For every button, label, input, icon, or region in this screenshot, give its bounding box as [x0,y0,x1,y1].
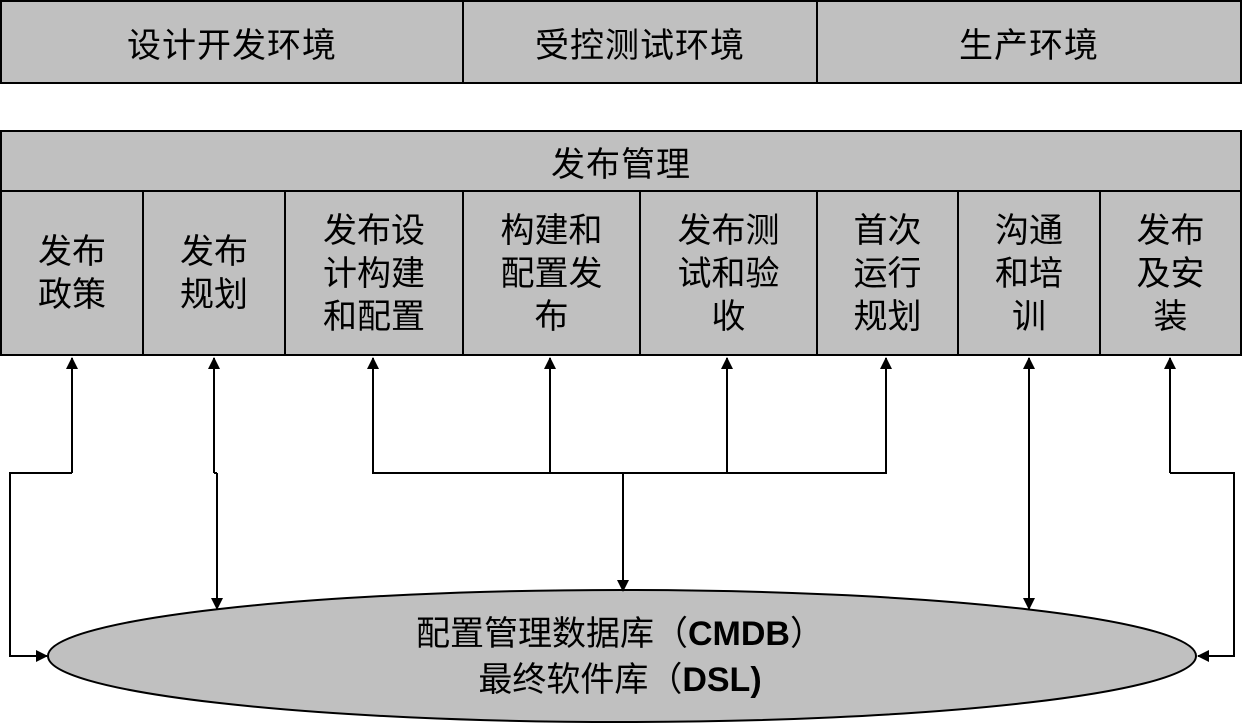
step-communication-training: 沟通 和培 训 [957,190,1101,356]
cmdb-label-abbr: CMDB [688,615,790,653]
env-design-development-label: 设计开发环境 [127,25,337,66]
step-line: 和培 [995,253,1063,294]
step-line: 和配置 [323,296,425,337]
step-line: 沟通 [995,210,1063,251]
step-line: 运行 [853,253,922,294]
step-release-design-build-config: 发布设 计构建 和配置 [284,190,464,356]
release-management-title: 发布管理 [551,144,691,185]
step-line: 发布 [180,232,248,272]
env-production: 生产环境 [816,0,1242,84]
release-management-header: 发布管理 [0,130,1242,192]
step-release-test-acceptance: 发布测 试和验 收 [639,190,818,356]
env-design-development: 设计开发环境 [0,0,464,84]
step-line: 计构建 [323,253,425,294]
step-line: 试和验 [677,253,780,294]
step-release-policy: 发布 政策 [0,190,144,356]
cmdb-ellipse [47,589,1197,723]
step-line: 装 [1153,296,1188,337]
step-line: 训 [1012,296,1046,337]
step-line: 发布设 [323,210,425,251]
step-release-planning: 发布 规划 [142,190,286,356]
step-build-config-release: 构建和 配置发 布 [462,190,641,356]
step-line: 发布 [1136,210,1205,251]
connector-policy [9,472,72,662]
dsl-label: 最终软件库（DSL) [250,658,990,702]
dsl-label-prefix: 最终软件库（ [478,660,683,700]
cmdb-label: 配置管理数据库（CMDB） [250,612,990,656]
step-line: 收 [711,296,746,337]
step-line: 布 [534,296,569,337]
step-line: 发布测 [677,210,780,251]
cmdb-label-suffix: ） [789,614,824,654]
step-line: 规划 [853,296,922,337]
central-bracket [372,358,887,474]
step-line: 及安 [1136,253,1205,294]
step-line: 发布 [38,232,106,272]
step-line: 政策 [38,275,106,315]
step-line: 配置发 [500,253,603,294]
env-controlled-testing-label: 受控测试环境 [535,25,745,66]
step-line: 构建和 [500,210,603,251]
cmdb-label-prefix: 配置管理数据库（ [416,614,688,654]
step-release-installation: 发布 及安 装 [1099,190,1242,356]
step-line: 首次 [853,210,922,251]
connector-installation [1170,472,1235,662]
env-production-label: 生产环境 [959,25,1099,66]
env-controlled-testing: 受控测试环境 [462,0,818,84]
step-first-run-planning: 首次 运行 规划 [816,190,959,356]
step-line: 规划 [180,275,248,315]
dsl-label-abbr: DSL) [682,661,762,699]
